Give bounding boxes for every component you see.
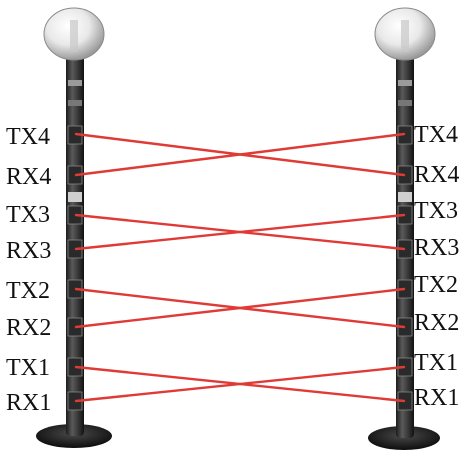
left-lamp-bulb xyxy=(70,20,78,52)
beam-rx3-tx3 xyxy=(74,213,406,251)
right-label-tx2: TX2 xyxy=(414,272,458,298)
right-tower-modules xyxy=(397,80,413,411)
beam-rx4-tx4 xyxy=(74,132,406,177)
beam-rx1-tx1 xyxy=(74,365,406,403)
left-label-tx3: TX3 xyxy=(6,202,50,228)
left-label-rx2: RX2 xyxy=(6,315,51,341)
left-label-rx3: RX3 xyxy=(6,238,51,264)
left-labels: TX4 RX4 TX3 RX3 TX2 RX2 TX1 RX1 xyxy=(6,124,51,416)
left-tower-modules xyxy=(67,80,83,411)
beam-lines xyxy=(74,132,406,403)
right-label-rx4: RX4 xyxy=(414,162,459,188)
left-label-tx1: TX1 xyxy=(6,355,50,381)
right-tower xyxy=(368,7,440,450)
right-lamp-bulb xyxy=(401,20,409,52)
left-tower xyxy=(36,7,112,448)
beam-rx2-tx2 xyxy=(74,287,406,329)
left-label-rx4: RX4 xyxy=(6,164,51,190)
left-label-rx1: RX1 xyxy=(6,390,51,416)
right-label-tx3: TX3 xyxy=(414,198,458,224)
right-label-rx3: RX3 xyxy=(414,235,459,261)
left-label-tx2: TX2 xyxy=(6,278,50,304)
right-labels: TX4 RX4 TX3 RX3 TX2 RX2 TX1 RX1 xyxy=(414,122,459,411)
left-label-tx4: TX4 xyxy=(6,124,50,150)
right-label-rx2: RX2 xyxy=(414,310,459,336)
right-label-tx4: TX4 xyxy=(414,122,458,148)
right-label-rx1: RX1 xyxy=(414,385,459,411)
right-label-tx1: TX1 xyxy=(414,350,458,376)
